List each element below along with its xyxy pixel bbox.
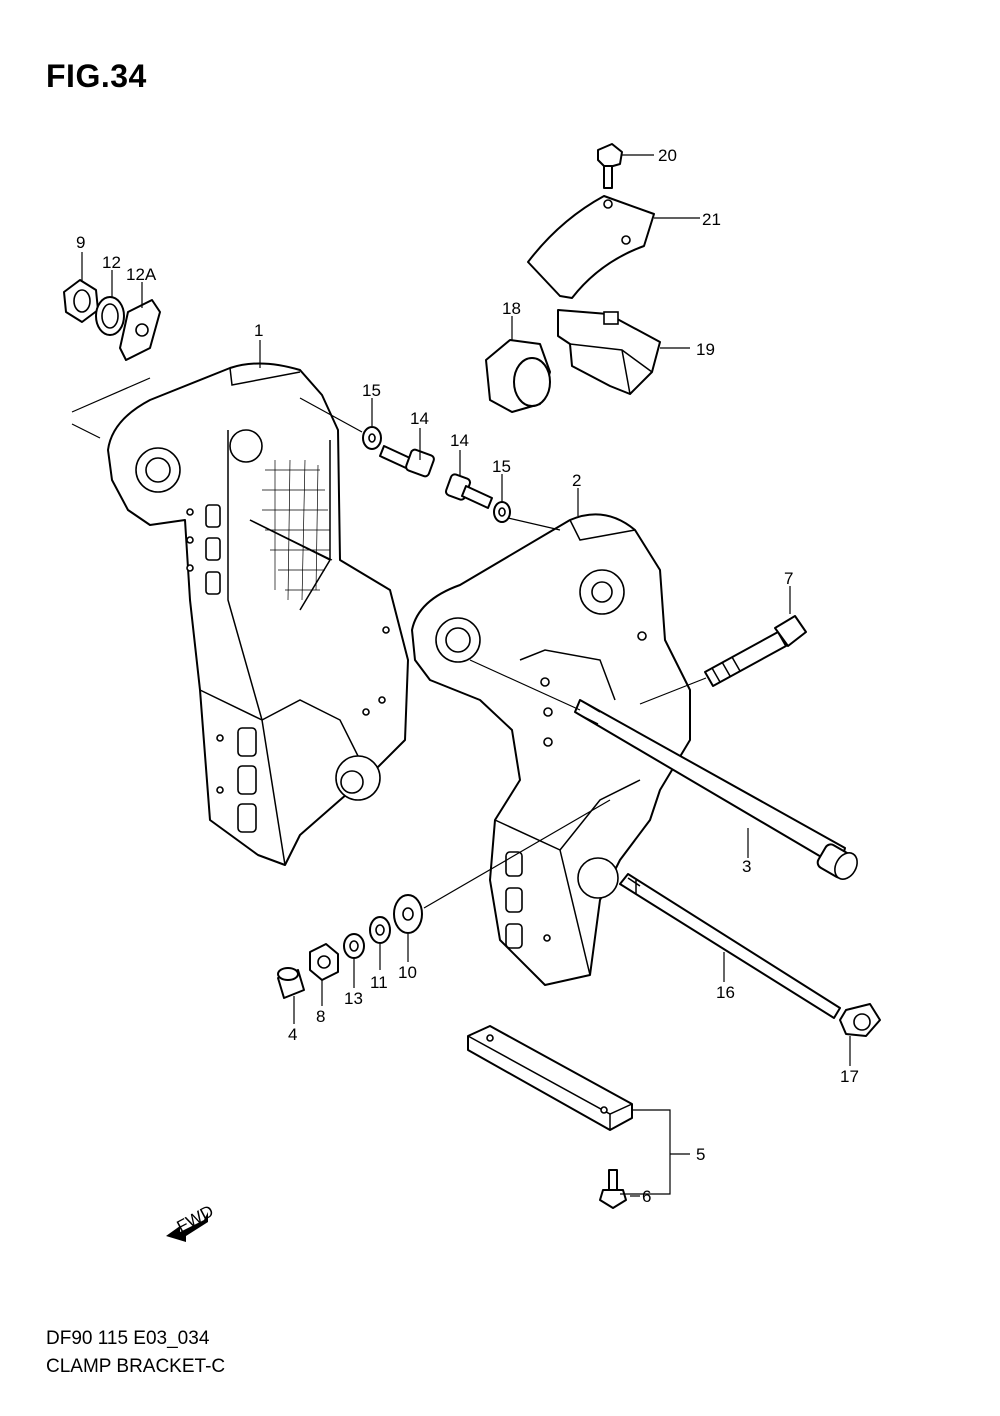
part-14-bolt-upper (379, 445, 435, 478)
callout-7: 7 (784, 569, 793, 588)
callout-17: 17 (840, 1067, 859, 1086)
part-20-bolt (597, 143, 623, 189)
part-18-bushing (485, 339, 551, 413)
callout-labels: 1 2 3 4 5 6 7 8 9 10 11 12 12A 13 14 14 … (76, 146, 859, 1206)
callout-6: 6 (642, 1187, 651, 1206)
figure-title: FIG.34 (46, 58, 147, 94)
callout-15-lower: 15 (492, 457, 511, 476)
callout-8: 8 (316, 1007, 325, 1026)
part-17-nut (839, 1003, 881, 1037)
callout-1: 1 (254, 321, 263, 340)
callout-19: 19 (696, 340, 715, 359)
part-15-washer-upper (362, 426, 382, 450)
part-9-nut (63, 279, 99, 323)
clamp-bracket-right (411, 513, 691, 986)
part-4-spacer (277, 967, 305, 999)
callout-9: 9 (76, 233, 85, 252)
part-21-cover (527, 195, 655, 299)
callout-14-lower: 14 (450, 431, 469, 450)
part-8-nut (309, 943, 339, 981)
part-15-washer-lower (493, 501, 511, 523)
part-13-washer (343, 933, 365, 959)
callout-20: 20 (658, 146, 677, 165)
part-14-bolt-lower (444, 473, 493, 509)
callout-10: 10 (398, 963, 417, 982)
part-12a-plate (119, 299, 161, 361)
part-3-shaft (574, 699, 858, 880)
callout-12a: 12A (126, 265, 157, 284)
clamp-bracket-left (107, 362, 409, 866)
part-16-rod (619, 873, 841, 1019)
callout-11: 11 (370, 973, 388, 992)
fwd-label: FWD (174, 1201, 217, 1236)
callout-18: 18 (502, 299, 521, 318)
part-7-bolt (704, 615, 807, 687)
callout-14-upper: 14 (410, 409, 429, 428)
figure-code: DF90 115 E03_034 (46, 1328, 210, 1349)
callout-21: 21 (702, 210, 721, 229)
part-12-washer (95, 296, 125, 336)
callout-4: 4 (288, 1025, 297, 1044)
callout-15-upper: 15 (362, 381, 381, 400)
callout-5: 5 (696, 1145, 705, 1164)
callout-12: 12 (102, 253, 121, 272)
callout-16: 16 (716, 983, 735, 1002)
callout-3: 3 (742, 857, 751, 876)
callout-13: 13 (344, 989, 363, 1008)
part-19-holder (557, 309, 661, 395)
part-5-plate (467, 1025, 633, 1131)
part-10-washer (393, 894, 423, 934)
part-11-washer (369, 916, 391, 944)
figure-name: CLAMP BRACKET-C (46, 1356, 226, 1377)
callout-2: 2 (572, 471, 581, 490)
leader-lines (71, 154, 851, 1197)
fwd-arrow-icon: FWD (166, 1201, 217, 1242)
part-6-bolt (599, 1169, 627, 1209)
